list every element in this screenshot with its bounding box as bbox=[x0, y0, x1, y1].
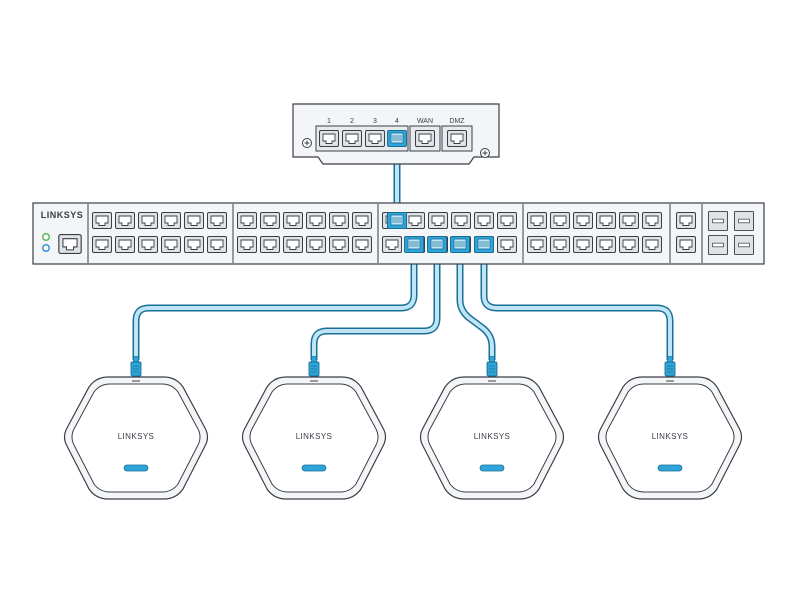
rj45-port-icon bbox=[497, 236, 517, 253]
rj45-port-icon bbox=[451, 212, 471, 229]
rj45-port-icon bbox=[619, 212, 639, 229]
sfp-port-icon bbox=[707, 211, 729, 231]
rj45-port-icon bbox=[237, 236, 257, 253]
rj45-port-icon bbox=[184, 236, 204, 253]
rj45-port-icon bbox=[161, 236, 181, 253]
ap-face bbox=[427, 383, 557, 493]
ap-face bbox=[605, 383, 735, 493]
ethernet-cable-icon bbox=[427, 236, 447, 253]
rj45-port-icon bbox=[283, 236, 303, 253]
ethernet-cable-icon bbox=[450, 236, 470, 253]
switch-brand: LINKSYS bbox=[41, 210, 84, 220]
rj45-port-icon bbox=[550, 212, 570, 229]
router-port-2-label: 2 bbox=[350, 118, 354, 125]
router-port-3-label: 3 bbox=[373, 118, 377, 125]
rj45-port-icon bbox=[237, 212, 257, 229]
rj45-port-icon bbox=[527, 236, 547, 253]
rj45-port-icon bbox=[329, 236, 349, 253]
router-wan-port bbox=[415, 130, 435, 147]
rj45-port-icon bbox=[596, 236, 616, 253]
ap-led-icon bbox=[301, 464, 327, 472]
status-led-icon bbox=[41, 232, 51, 242]
rj45-port-icon bbox=[92, 212, 112, 229]
ap-brand: LINKSYS bbox=[296, 432, 333, 441]
router-device: 1 2 3 4 WAN DMZ bbox=[292, 103, 500, 165]
rj45-port-icon bbox=[642, 236, 662, 253]
router-port-2 bbox=[342, 130, 362, 147]
ap-led-icon bbox=[657, 464, 683, 472]
rj45-port-icon bbox=[207, 212, 227, 229]
status-led-icon bbox=[41, 243, 51, 253]
rj45-port-icon bbox=[352, 212, 372, 229]
rj45-port-icon bbox=[92, 236, 112, 253]
router-dmz-port bbox=[447, 130, 467, 147]
rj45-port-icon bbox=[207, 236, 227, 253]
rj45-port-icon bbox=[497, 212, 517, 229]
rj45-port-icon bbox=[573, 212, 593, 229]
rj45-port-icon bbox=[619, 236, 639, 253]
rj45-port-icon bbox=[115, 236, 135, 253]
rj45-port-icon bbox=[573, 236, 593, 253]
ap-led-icon bbox=[123, 464, 149, 472]
access-point-3: LINKSYS bbox=[419, 356, 565, 500]
router-port-4-label: 4 bbox=[395, 118, 399, 125]
ap-face bbox=[249, 383, 379, 493]
rj45-port-icon bbox=[306, 236, 326, 253]
rj45-port-icon bbox=[115, 212, 135, 229]
access-point-2: LINKSYS bbox=[241, 356, 387, 500]
ethernet-cable-icon bbox=[387, 212, 407, 229]
ap-face bbox=[71, 383, 201, 493]
sfp-port-icon bbox=[733, 235, 755, 255]
ethernet-cable-icon bbox=[404, 236, 424, 253]
rj45-port-icon bbox=[184, 212, 204, 229]
uplink-port bbox=[676, 236, 696, 253]
rj45-port-icon bbox=[527, 212, 547, 229]
rj45-port-icon bbox=[352, 236, 372, 253]
router-wan-label: WAN bbox=[417, 118, 433, 125]
rj45-port-icon bbox=[382, 236, 402, 253]
router-dmz-label: DMZ bbox=[449, 118, 465, 125]
uplink-port bbox=[676, 212, 696, 229]
ap-brand: LINKSYS bbox=[652, 432, 689, 441]
cables-group bbox=[132, 146, 674, 360]
access-points-group: LINKSYS LINKSYS LINKSYS LINKSYS bbox=[63, 356, 743, 500]
rj45-port-icon bbox=[405, 212, 425, 229]
router-port-4-plugged bbox=[387, 130, 407, 147]
router-port-1-label: 1 bbox=[327, 118, 331, 125]
rj45-port-icon bbox=[306, 212, 326, 229]
rj45-port-icon bbox=[260, 236, 280, 253]
rj45-port-icon bbox=[138, 212, 158, 229]
rj45-port-icon bbox=[474, 212, 494, 229]
router-port-1 bbox=[319, 130, 339, 147]
router-port-3 bbox=[365, 130, 385, 147]
rj45-port-icon bbox=[161, 212, 181, 229]
ap-led-icon bbox=[479, 464, 505, 472]
sfp-port-icon bbox=[733, 211, 755, 231]
ethernet-cable-icon bbox=[474, 236, 494, 253]
rj45-port-icon bbox=[550, 236, 570, 253]
sfp-port-icon bbox=[707, 235, 729, 255]
rj45-port-icon bbox=[642, 212, 662, 229]
rj45-port-icon bbox=[329, 212, 349, 229]
rj45-port-icon bbox=[428, 212, 448, 229]
console-port bbox=[58, 234, 82, 254]
access-point-1: LINKSYS bbox=[63, 356, 209, 500]
rj45-port-icon bbox=[260, 212, 280, 229]
ap-brand: LINKSYS bbox=[118, 432, 155, 441]
ap-brand: LINKSYS bbox=[474, 432, 511, 441]
rj45-port-icon bbox=[596, 212, 616, 229]
access-point-4: LINKSYS bbox=[597, 356, 743, 500]
rj45-port-icon bbox=[283, 212, 303, 229]
rj45-port-icon bbox=[138, 236, 158, 253]
